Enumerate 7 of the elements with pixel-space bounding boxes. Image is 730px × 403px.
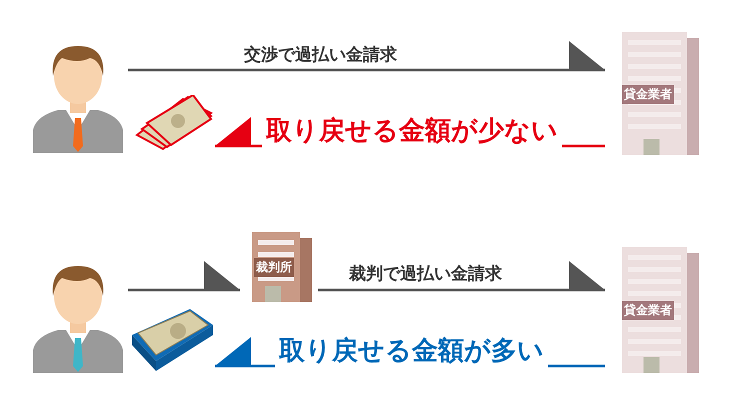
building-label: 貸金業者: [622, 301, 674, 320]
building-label: 貸金業者: [622, 84, 674, 104]
building-label: 裁判所: [254, 258, 294, 277]
arrow: [128, 261, 240, 292]
arrow: [318, 261, 605, 292]
arrow: [128, 41, 605, 72]
banknotes-drawing: [133, 95, 215, 153]
